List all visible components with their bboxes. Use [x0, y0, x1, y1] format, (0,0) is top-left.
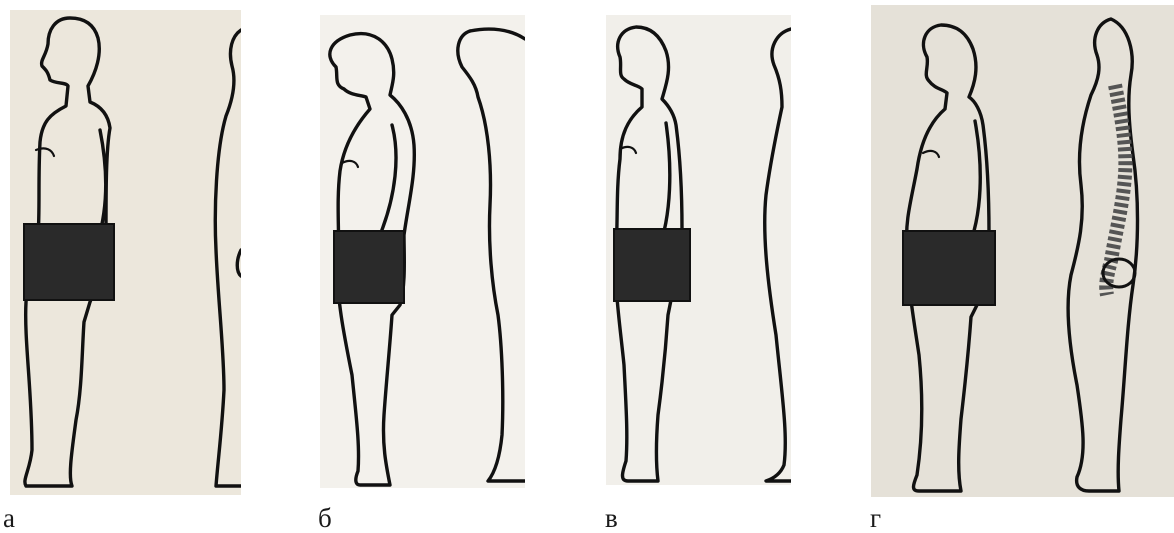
- side-view-figure: [903, 25, 995, 491]
- posture-panel-c: [606, 15, 791, 485]
- spine-side-figure: [1068, 19, 1137, 491]
- front-view-figure-partial: [215, 30, 241, 486]
- posture-figure-flat-back: [606, 15, 791, 485]
- figure-label-d: г: [870, 505, 881, 532]
- figure-label-b: б: [318, 505, 332, 532]
- side-view-figure: [330, 34, 414, 485]
- posture-panel-d: [871, 5, 1174, 497]
- side-view-figure: [614, 27, 690, 481]
- posture-figure-round-back: [320, 15, 525, 488]
- figure-label-a: а: [3, 505, 15, 532]
- figure-label-c: в: [605, 505, 618, 532]
- posture-figure-round-concave-back: [871, 5, 1174, 497]
- posture-panel-a: [10, 10, 241, 495]
- front-view-figure: [458, 29, 525, 481]
- side-view-figure: [24, 18, 114, 486]
- posture-panel-b: [320, 15, 525, 488]
- posture-figure-normal: [10, 10, 241, 495]
- front-view-figure-partial: [765, 29, 791, 481]
